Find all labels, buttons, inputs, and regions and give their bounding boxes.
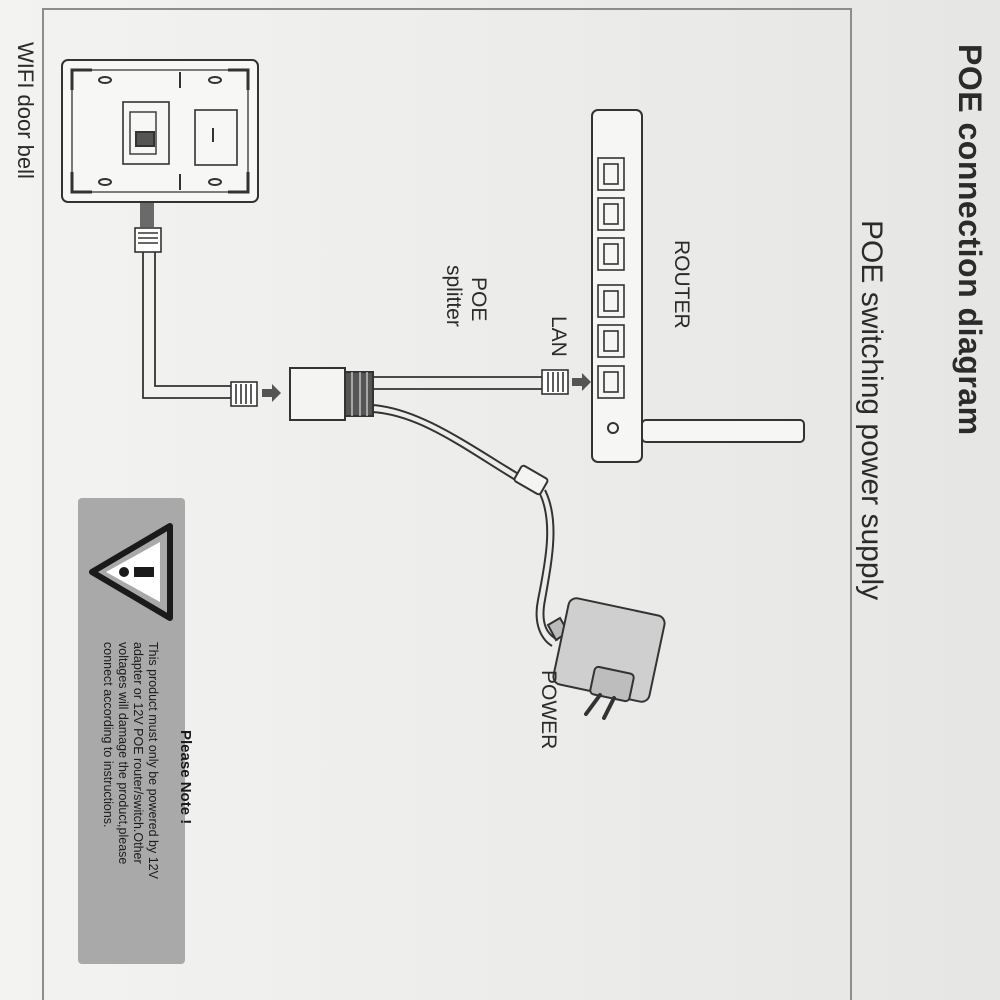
poe-splitter-icon bbox=[289, 367, 374, 421]
doorbell-label: WIFI door bell bbox=[13, 42, 38, 179]
lan-cable-plug bbox=[541, 369, 591, 395]
dc-power-cable bbox=[371, 404, 559, 647]
lan-label: LAN bbox=[547, 316, 570, 357]
warning-note-box bbox=[78, 498, 185, 964]
warning-triangle-icon bbox=[89, 523, 173, 621]
splitter-input-plug bbox=[230, 381, 281, 407]
doorbell-backplate-icon bbox=[61, 59, 259, 203]
router-label: ROUTER bbox=[670, 240, 693, 329]
power-adapter-icon bbox=[546, 597, 666, 720]
power-label: POWER bbox=[537, 670, 560, 750]
ethernet-cable-lan bbox=[372, 376, 542, 390]
poe-label: POE bbox=[467, 277, 490, 322]
note-line: connect according to instructions. bbox=[101, 642, 115, 828]
ethernet-cable-doorbell bbox=[142, 250, 232, 399]
router-icon bbox=[591, 109, 805, 463]
splitter-label: splitter bbox=[442, 265, 465, 327]
note-title: Please Note ! bbox=[177, 730, 194, 825]
page-frame bbox=[42, 8, 852, 1000]
note-line: This product must only be powered by 12V bbox=[146, 642, 160, 879]
note-line: adapter or 12V POE router/switch.Other bbox=[131, 642, 145, 864]
note-line: voltages will damage the product,please bbox=[116, 642, 130, 865]
